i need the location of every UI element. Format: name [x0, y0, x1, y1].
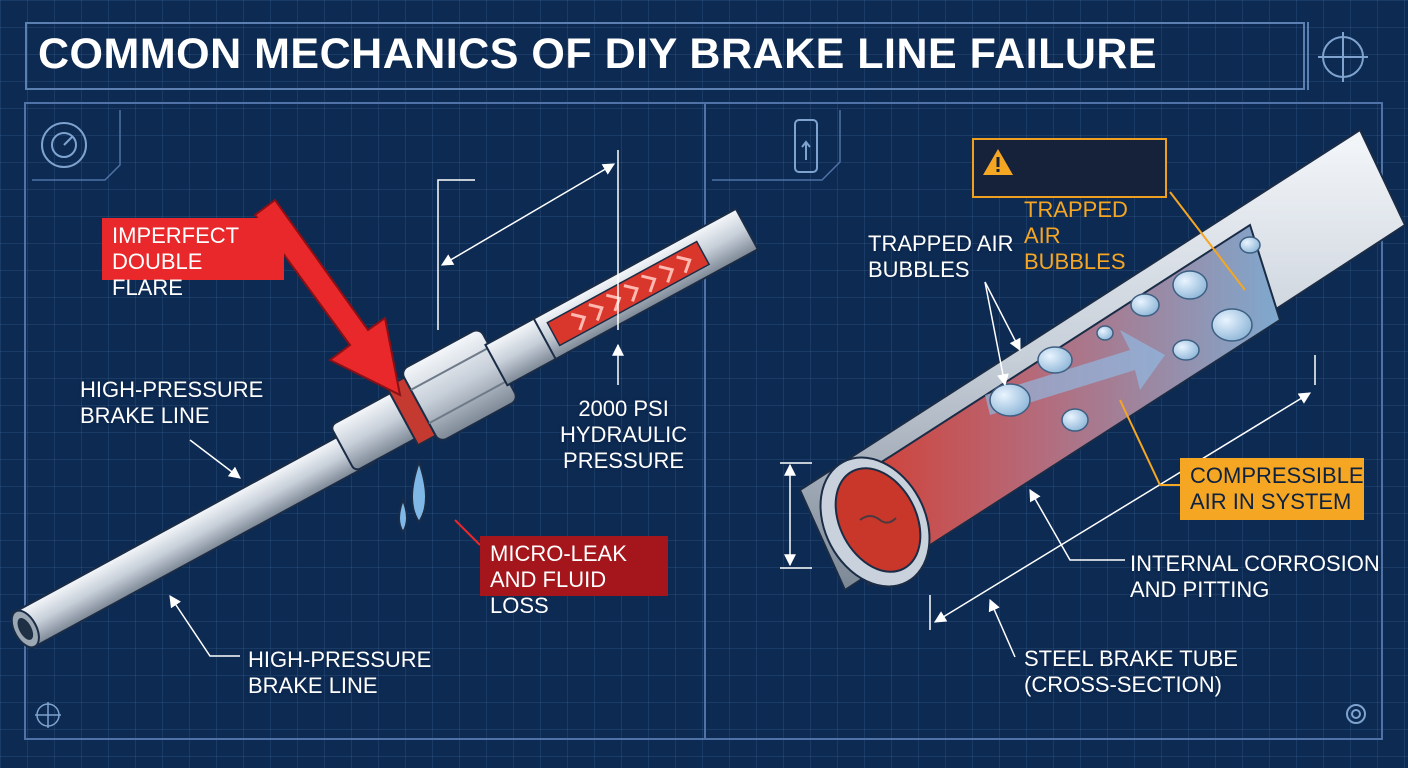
failure-pointer-arrow	[253, 198, 402, 397]
gear-icon	[1346, 704, 1366, 724]
compressible-air-tag: COMPRESSIBLE AIR IN SYSTEM	[1180, 458, 1364, 520]
pressure-label: 2000 PSI HYDRAULIC PRESSURE	[560, 396, 688, 473]
leader-lines-left	[169, 343, 624, 657]
fluid-drop	[411, 458, 427, 524]
corner-bracket-left	[32, 110, 121, 181]
title-box	[25, 22, 1305, 90]
fluid-drop-small	[398, 497, 408, 534]
content-frame	[24, 102, 1383, 740]
crosshair-small-icon	[35, 702, 61, 728]
trapped-air-warning-tag: TRAPPED AIR BUBBLES	[972, 138, 1167, 274]
leader-lines-right	[984, 191, 1246, 658]
dimension-lines-right	[780, 355, 1316, 630]
warning-icon	[983, 149, 1013, 175]
gauge-icon	[41, 122, 87, 168]
corner-bracket-right	[712, 110, 841, 181]
page-title: COMMON MECHANICS OF DIY BRAKE LINE FAILU…	[38, 30, 1158, 78]
dimension-lines-left	[437, 150, 619, 330]
trapped-air-warning-text: TRAPPED AIR BUBBLES	[1024, 197, 1128, 274]
brake-line-label-lower: HIGH-PRESSURE BRAKE LINE	[248, 647, 432, 698]
brake-line-label-upper: HIGH-PRESSURE BRAKE LINE	[80, 377, 264, 428]
crosshair-icon	[1318, 32, 1368, 82]
tube-icon	[794, 119, 818, 173]
steel-tube-label: STEEL BRAKE TUBE (CROSS-SECTION)	[1024, 646, 1238, 697]
trapped-air-label: TRAPPED AIR BUBBLES	[868, 231, 1014, 282]
imperfect-flare-tag: IMPERFECT DOUBLE FLARE	[102, 218, 284, 300]
corrosion-label: INTERNAL CORROSION AND PITTING	[1130, 551, 1380, 602]
micro-leak-tag: MICRO-LEAK AND FLUID LOSS	[480, 536, 668, 618]
